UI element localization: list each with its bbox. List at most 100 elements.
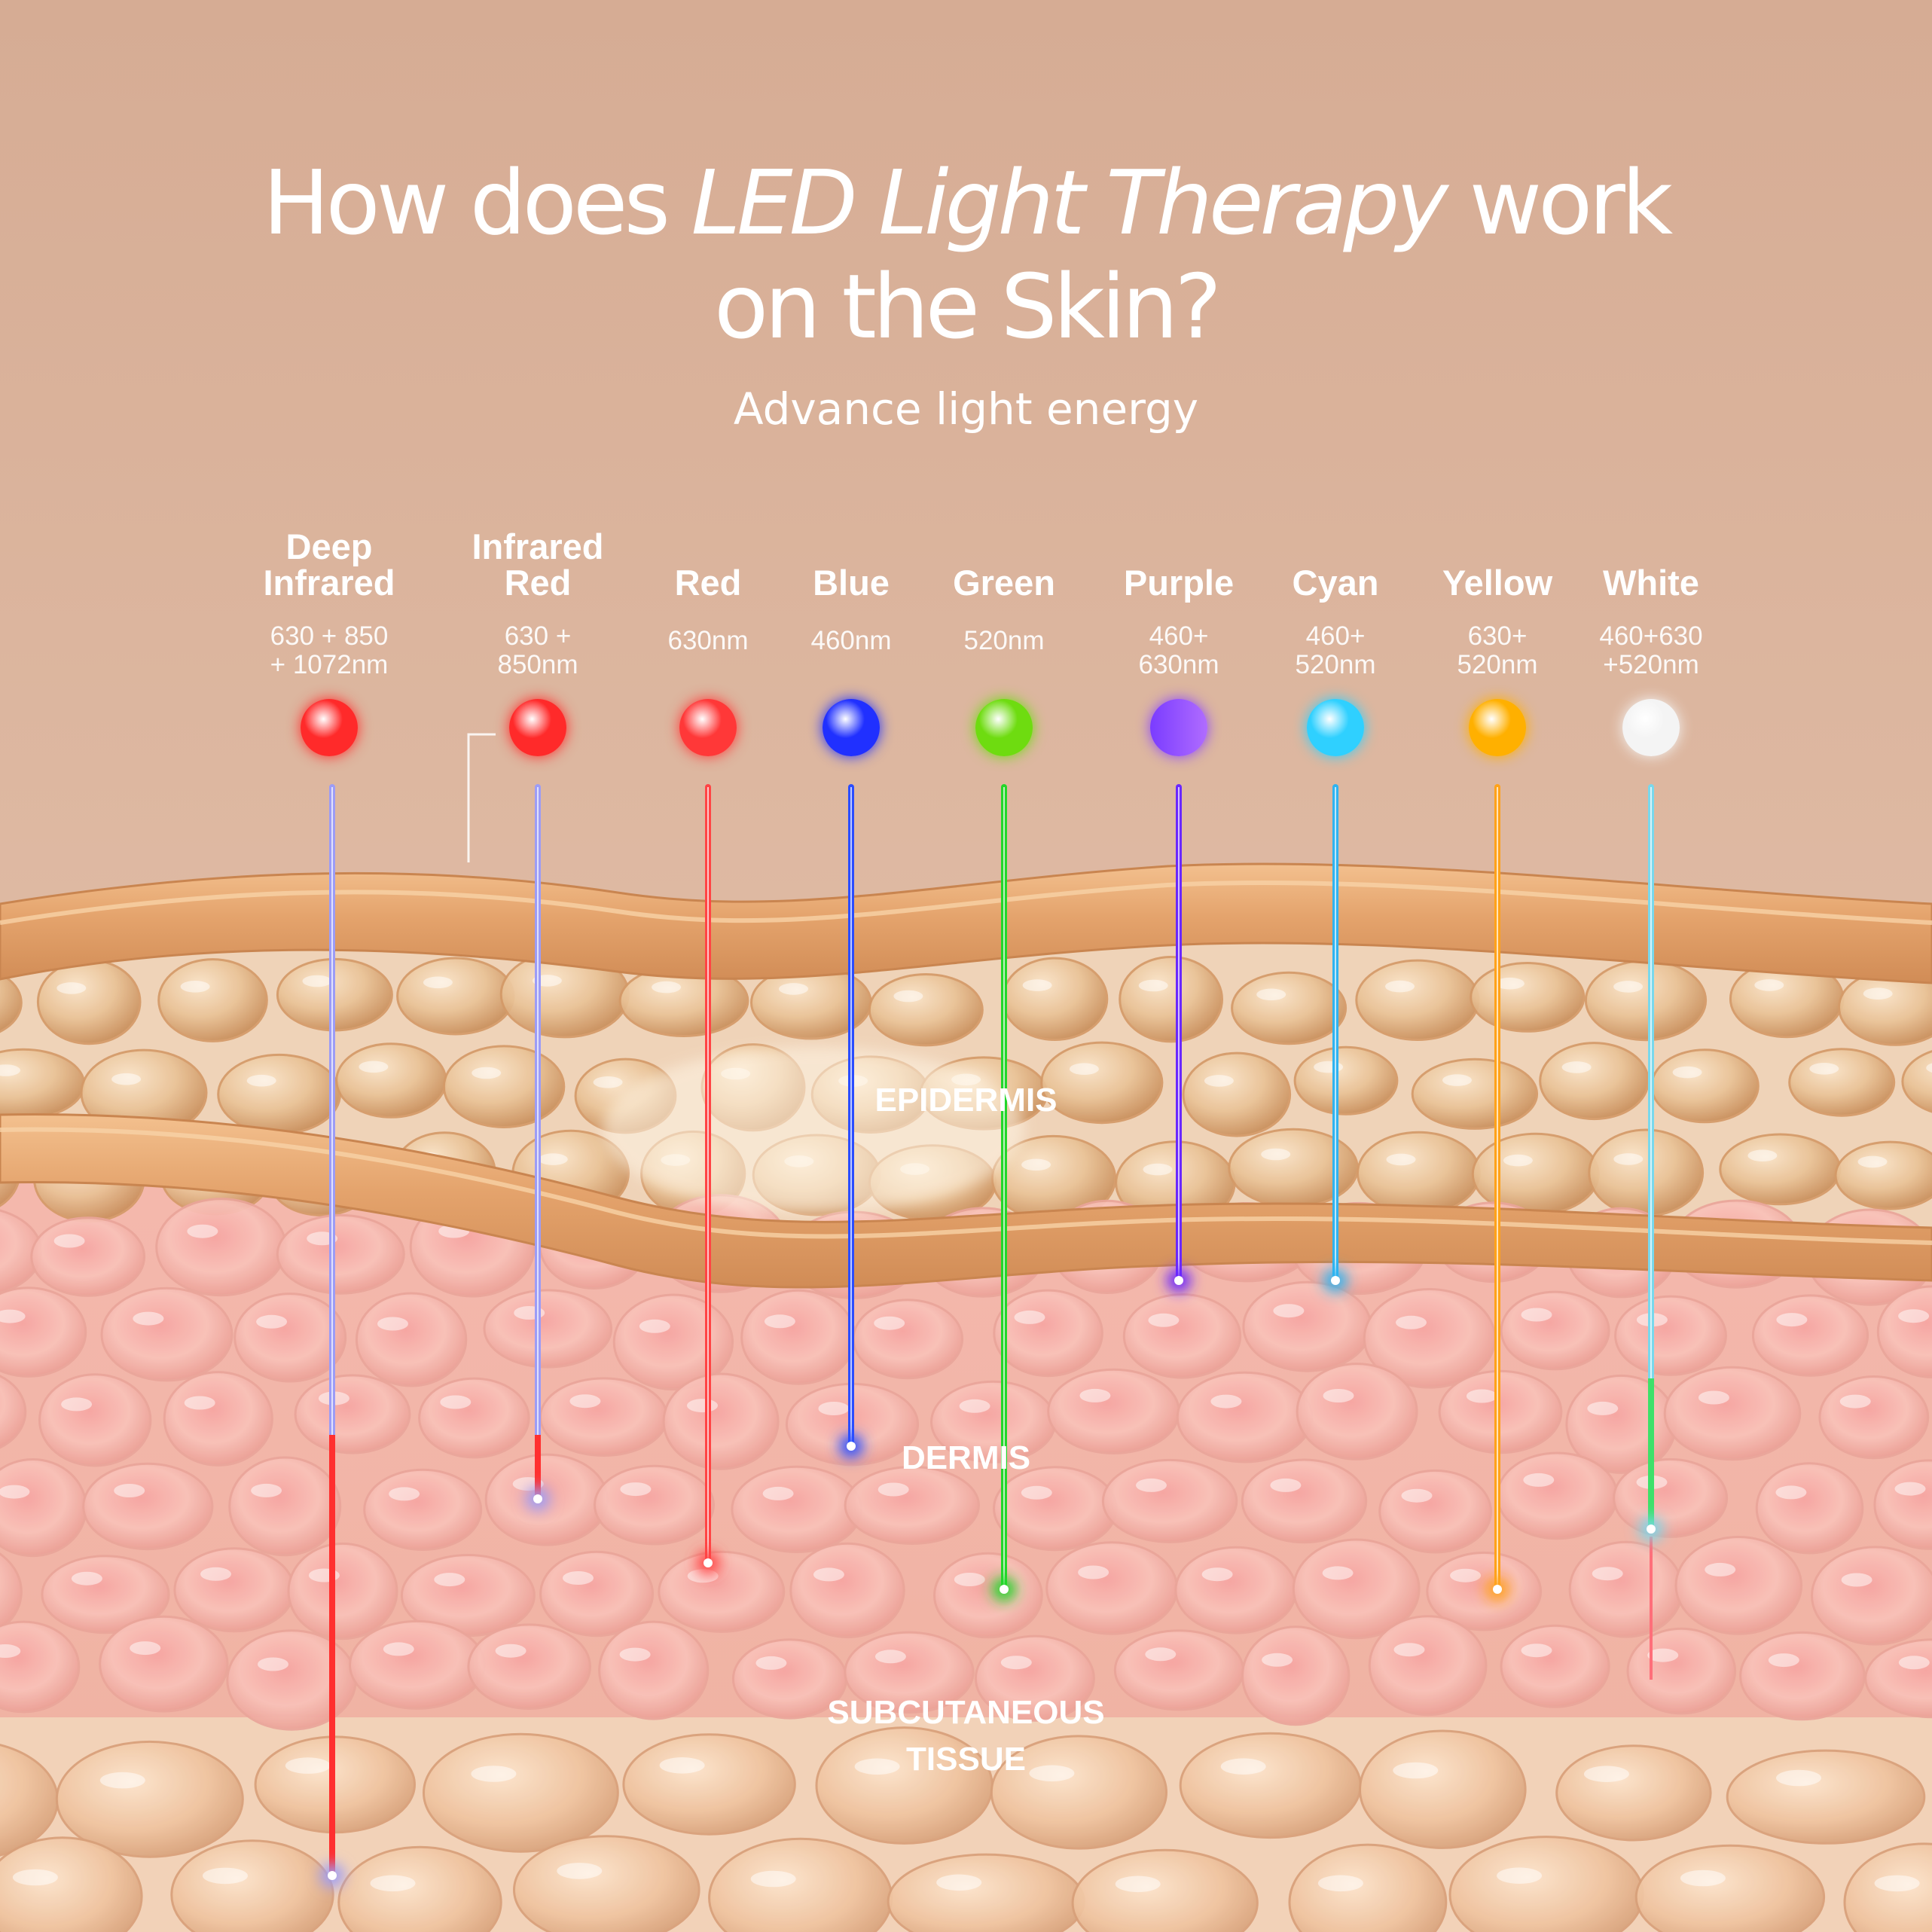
dermis-cell-highlight [1148, 1313, 1180, 1327]
light-name-3: Blue [761, 529, 942, 601]
subcutaneous-cell [1634, 1844, 1826, 1932]
epidermis-cell-highlight [1069, 1063, 1099, 1075]
epidermis-cell-highlight [1863, 987, 1893, 1000]
subcutaneous-cell-highlight [557, 1863, 603, 1879]
dermis-cell [852, 1299, 964, 1380]
epidermis-cell-highlight [1442, 1074, 1472, 1086]
epidermis-cell [1040, 1041, 1164, 1125]
wavelength-line1: 460+630 [1599, 621, 1703, 651]
dermis-cell-highlight [877, 1482, 909, 1497]
dermis-cell [1500, 1290, 1610, 1371]
dermis-cell-highlight [1592, 1567, 1623, 1581]
epidermis-cell-highlight [1022, 979, 1052, 991]
light-name-line2: Red [674, 563, 742, 603]
dermis-cell-highlight [0, 1309, 26, 1323]
dermis-cell [30, 1216, 146, 1297]
led-dot-1 [509, 699, 566, 756]
dermis-cell-highlight [1705, 1562, 1736, 1576]
epidermis-cell-highlight [779, 983, 808, 995]
light-name-2: Red [618, 529, 798, 601]
wavelength-line1: 630+ [1467, 621, 1528, 651]
dermis-cell [0, 1620, 81, 1714]
subcutaneous-label-line2: TISSUE [906, 1741, 1026, 1778]
dermis-cell-highlight [1396, 1315, 1427, 1329]
dermis-cell [0, 1552, 23, 1631]
dermis-cell [276, 1213, 405, 1295]
epidermis-cell [1411, 1058, 1539, 1130]
light-name-line2: Red [504, 563, 572, 603]
dermis-cell [844, 1466, 981, 1545]
epidermis-cell-highlight [1256, 988, 1286, 1001]
dermis-cell [1174, 1546, 1298, 1634]
epidermis-cell-highlight [246, 1074, 276, 1087]
subcutaneous-cell-highlight [1317, 1875, 1363, 1892]
dermis-cell-highlight [184, 1396, 215, 1410]
led-dot-7 [1469, 699, 1526, 756]
subcutaneous-cell-highlight [1874, 1875, 1920, 1892]
light-name-text: Yellow [1442, 565, 1552, 601]
dermis-cell-highlight [1078, 1565, 1109, 1579]
dermis-cell-highlight [1521, 1644, 1552, 1658]
epidermis-cell [1834, 1140, 1932, 1210]
wavelength-line2: 630nm [1138, 650, 1219, 679]
epidermis-cell-highlight [593, 1076, 623, 1088]
dermis-cell-highlight [1775, 1485, 1807, 1500]
epidermis-cell [36, 959, 142, 1045]
light-name-text: Red [675, 565, 742, 601]
dermis-cell [740, 1289, 856, 1385]
beam-end-8 [1647, 1525, 1656, 1534]
epidermis-cell-highlight [1204, 1075, 1234, 1087]
subcutaneous-cell [170, 1839, 334, 1932]
subcutaneous-cell [1726, 1749, 1926, 1845]
dermis-cell-highlight [1523, 1473, 1555, 1487]
light-wavelength-0: 630 + 850+ 1072nm [239, 622, 420, 679]
dermis-cell-highlight [1521, 1308, 1552, 1322]
epidermis-cell [868, 973, 984, 1047]
dermis-cell-highlight [434, 1573, 465, 1587]
subcutaneous-cell [55, 1740, 244, 1858]
dermis-cell [1751, 1294, 1869, 1377]
beam-end-3 [847, 1442, 856, 1451]
dermis-cell-highlight [440, 1395, 472, 1409]
epidermis-cell-highlight [1809, 1063, 1839, 1075]
epidermis-cell [1719, 1133, 1842, 1206]
dermis-label: DERMIS [901, 1439, 1031, 1476]
epidermis-cell-highlight [1747, 1149, 1778, 1161]
dermis-cell [467, 1623, 592, 1710]
dermis-cell [658, 1550, 786, 1633]
dermis-cell-highlight [639, 1319, 670, 1333]
wavelength-line2: + 1072nm [270, 650, 389, 679]
dermis-cell-highlight [0, 1644, 21, 1658]
epidermis-cell [396, 957, 515, 1036]
subcutaneous-label-line1: SUBCUTANEOUS [827, 1694, 1105, 1731]
light-wavelength-2: 630nm [618, 627, 798, 655]
dermis-cell-highlight [1768, 1653, 1799, 1668]
dermis-cell [1873, 1459, 1932, 1550]
subcutaneous-cell-highlight [750, 1870, 796, 1888]
epidermis-cell-highlight [1261, 1148, 1291, 1161]
dermis-cell-highlight [383, 1642, 414, 1656]
dermis-cell-highlight [1839, 1394, 1871, 1409]
subcutaneous-cell [1359, 1729, 1527, 1849]
subcutaneous-cell-highlight [370, 1875, 416, 1892]
dermis-cell [100, 1286, 233, 1382]
dermis-cell [974, 1634, 1095, 1722]
dermis-cell-highlight [755, 1656, 787, 1670]
epidermis-cell-highlight [1613, 1153, 1644, 1165]
subcutaneous-cell [337, 1845, 502, 1932]
epidermis-cell-highlight [1386, 1153, 1416, 1166]
page-title: How does LED Light Therapy work on the S… [262, 151, 1673, 359]
light-wavelength-4: 520nm [914, 627, 1094, 655]
epidermis-cell-highlight [1385, 980, 1415, 993]
dermis-cell-highlight [569, 1394, 601, 1409]
light-name-5: Purple [1088, 529, 1269, 601]
beam-end-0 [328, 1871, 337, 1880]
subcutaneous-cell-highlight [285, 1757, 331, 1774]
subcutaneous-cell-highlight [99, 1772, 145, 1789]
dermis-cell [1241, 1458, 1368, 1544]
dermis-cell [1122, 1293, 1242, 1379]
dermis-cell [1663, 1366, 1802, 1461]
